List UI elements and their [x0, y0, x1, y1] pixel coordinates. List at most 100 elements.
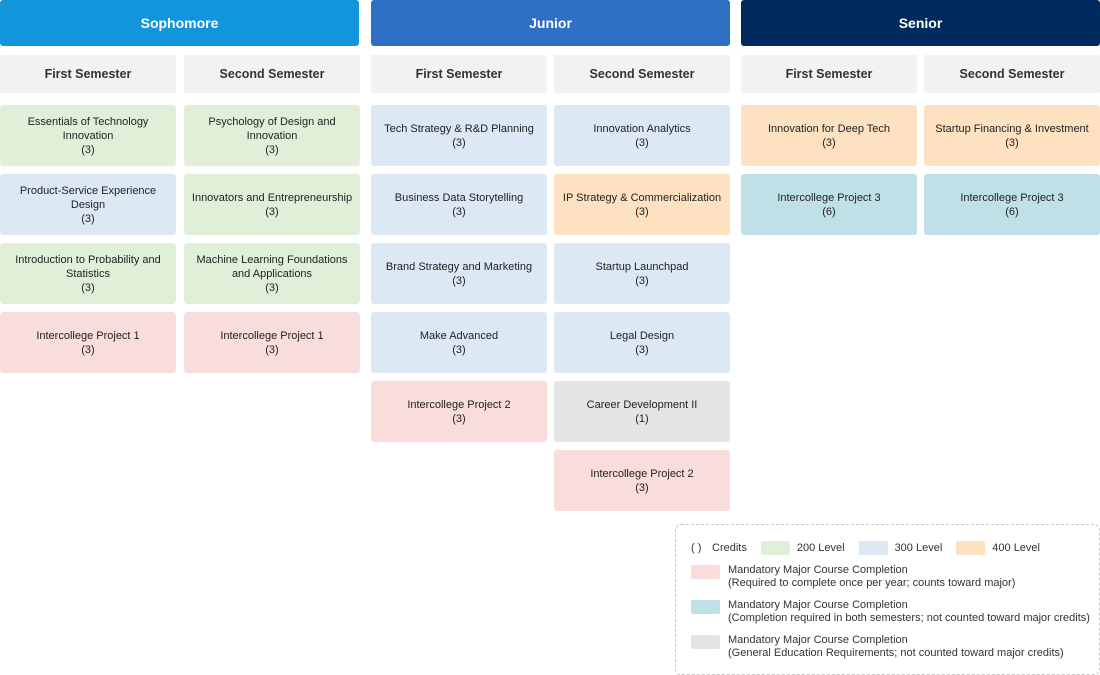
legend-label-300: 300 Level: [894, 541, 943, 554]
semester-header: First Semester: [741, 55, 917, 93]
course-card: Intercollege Project 2(3): [554, 450, 730, 511]
course-credits: (3): [265, 205, 279, 218]
course-name: Innovation for Deep Tech: [767, 122, 891, 135]
legend-swatch-gray: [691, 635, 720, 649]
legend: ( ) Credits 200 Level 300 Level 400 Leve…: [675, 524, 1100, 675]
course-card: Intercollege Project 3(6): [741, 174, 917, 235]
course-name: Intercollege Project 2: [407, 398, 511, 411]
legend-swatch-300: [858, 540, 888, 555]
legend-label-400: 400 Level: [992, 541, 1040, 554]
semester-header: First Semester: [0, 55, 176, 93]
course-card: Startup Launchpad(3): [554, 243, 730, 304]
course-card: IP Strategy & Commercialization(3): [554, 174, 730, 235]
legend-credits-label: Credits: [712, 541, 747, 554]
course-credits: (3): [452, 136, 466, 149]
course-card: Career Development II(1): [554, 381, 730, 442]
course-name: Machine Learning Foundations and Applica…: [196, 253, 348, 280]
course-card: Legal Design(3): [554, 312, 730, 373]
course-credits: (3): [635, 343, 649, 356]
legend-item-red: Mandatory Major Course Completion (Requi…: [691, 564, 1015, 590]
legend-label-200: 200 Level: [796, 541, 845, 554]
semester-header: Second Semester: [184, 55, 360, 93]
course-name: Innovation Analytics: [593, 122, 691, 135]
course-credits: (3): [452, 412, 466, 425]
course-name: Startup Financing & Investment: [935, 122, 1089, 135]
course-card: Intercollege Project 1(3): [184, 312, 360, 373]
course-credits: (3): [1005, 136, 1019, 149]
year-header-sophomore: Sophomore: [0, 0, 359, 46]
legend-swatch-teal: [691, 600, 720, 614]
course-card: Psychology of Design and Innovation(3): [184, 105, 360, 166]
year-header-junior: Junior: [371, 0, 730, 46]
course-card: Business Data Storytelling(3): [371, 174, 547, 235]
legend-swatch-red: [691, 565, 720, 579]
course-credits: (3): [81, 281, 95, 294]
legend-paren: ( ): [691, 541, 702, 554]
course-name: Innovators and Entrepreneurship: [191, 191, 353, 204]
course-name: Intercollege Project 1: [36, 329, 140, 342]
course-name: Essentials of Technology Innovation: [27, 115, 149, 142]
course-credits: (3): [635, 136, 649, 149]
course-card: Intercollege Project 2(3): [371, 381, 547, 442]
semester-header: First Semester: [371, 55, 547, 93]
course-credits: (3): [81, 143, 95, 156]
course-card: Brand Strategy and Marketing(3): [371, 243, 547, 304]
course-name: IP Strategy & Commercialization: [562, 191, 722, 204]
course-name: Product-Service Experience Design: [19, 184, 157, 211]
course-credits: (3): [822, 136, 836, 149]
year-header-senior: Senior: [741, 0, 1100, 46]
course-name: Intercollege Project 1: [220, 329, 324, 342]
course-credits: (3): [452, 343, 466, 356]
course-card: Innovation Analytics(3): [554, 105, 730, 166]
course-name: Startup Launchpad: [595, 260, 689, 273]
course-name: Intercollege Project 3: [960, 191, 1064, 204]
course-name: Psychology of Design and Innovation: [208, 115, 336, 142]
legend-item-title: Mandatory Major Course Completion: [728, 599, 908, 611]
course-name: Intercollege Project 2: [590, 467, 694, 480]
legend-item-title: Mandatory Major Course Completion: [728, 564, 908, 576]
course-credits: (3): [452, 274, 466, 287]
legend-level-row: ( ) Credits 200 Level 300 Level 400 Leve…: [691, 540, 1054, 555]
legend-item-gray: Mandatory Major Course Completion (Gener…: [691, 634, 1064, 660]
course-card: Startup Financing & Investment(3): [924, 105, 1100, 166]
legend-item-text: Mandatory Major Course Completion (Gener…: [728, 634, 1064, 660]
course-credits: (1): [635, 412, 649, 425]
course-name: Legal Design: [609, 329, 675, 342]
course-name: Business Data Storytelling: [394, 191, 524, 204]
course-name: Career Development II: [586, 398, 698, 411]
legend-item-note: (Completion required in both semesters; …: [728, 612, 1090, 624]
course-card: Machine Learning Foundations and Applica…: [184, 243, 360, 304]
legend-item-note: (General Education Requirements; not cou…: [728, 647, 1064, 659]
semester-header: Second Semester: [924, 55, 1100, 93]
legend-swatch-400: [956, 540, 986, 555]
course-card: Essentials of Technology Innovation(3): [0, 105, 176, 166]
course-name: Tech Strategy & R&D Planning: [384, 122, 534, 135]
course-card: Make Advanced(3): [371, 312, 547, 373]
course-credits: (6): [822, 205, 836, 218]
legend-item-teal: Mandatory Major Course Completion (Compl…: [691, 599, 1090, 625]
course-credits: (3): [635, 274, 649, 287]
course-card: Intercollege Project 1(3): [0, 312, 176, 373]
course-credits: (3): [81, 212, 95, 225]
course-card: Product-Service Experience Design(3): [0, 174, 176, 235]
course-name: Make Advanced: [419, 329, 499, 342]
legend-swatch-200: [760, 540, 790, 555]
course-card: Tech Strategy & R&D Planning(3): [371, 105, 547, 166]
course-credits: (3): [452, 205, 466, 218]
course-credits: (3): [635, 205, 649, 218]
course-credits: (3): [265, 143, 279, 156]
legend-item-title: Mandatory Major Course Completion: [728, 634, 908, 646]
course-credits: (3): [265, 281, 279, 294]
course-card: Innovation for Deep Tech(3): [741, 105, 917, 166]
semester-header: Second Semester: [554, 55, 730, 93]
course-card: Innovators and Entrepreneurship(3): [184, 174, 360, 235]
course-card: Intercollege Project 3(6): [924, 174, 1100, 235]
legend-item-note: (Required to complete once per year; cou…: [728, 577, 1016, 589]
course-credits: (3): [81, 343, 95, 356]
legend-item-text: Mandatory Major Course Completion (Compl…: [728, 599, 1090, 625]
course-card: Introduction to Probability and Statisti…: [0, 243, 176, 304]
course-name: Brand Strategy and Marketing: [385, 260, 533, 273]
course-credits: (6): [1005, 205, 1019, 218]
course-name: Introduction to Probability and Statisti…: [15, 253, 161, 280]
course-credits: (3): [265, 343, 279, 356]
